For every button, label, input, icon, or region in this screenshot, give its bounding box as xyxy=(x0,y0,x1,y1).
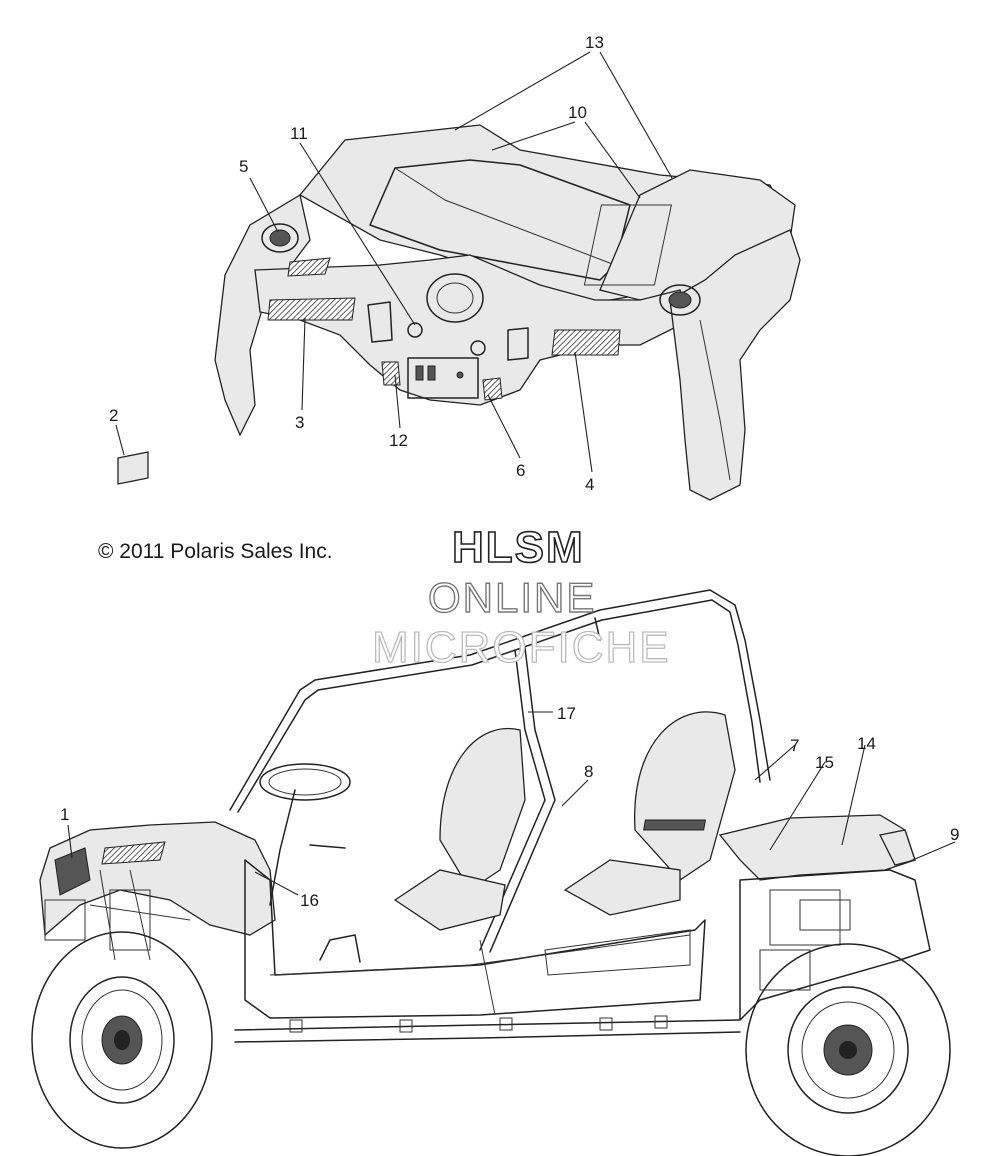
watermark-line-1: HLSM xyxy=(452,523,585,572)
callout-6: 6 xyxy=(516,461,525,480)
callout-15: 15 xyxy=(815,753,834,772)
decal-2 xyxy=(117,451,149,485)
rear-wheel xyxy=(745,943,951,1156)
watermark-line-2: ONLINE xyxy=(428,574,596,621)
callout-14: 14 xyxy=(857,734,876,753)
callout-13: 13 xyxy=(585,33,604,52)
callout-11: 11 xyxy=(290,124,308,143)
callout-3: 3 xyxy=(295,413,304,432)
callout-12: 12 xyxy=(389,431,408,450)
front-wheel xyxy=(31,931,213,1149)
callout-16: 16 xyxy=(300,891,319,910)
leader-lines-top xyxy=(115,51,673,473)
callout-9: 9 xyxy=(950,825,959,844)
callout-2: 2 xyxy=(109,406,118,425)
callout-10: 10 xyxy=(568,103,587,122)
callout-5: 5 xyxy=(239,157,248,176)
callout-17: 17 xyxy=(557,704,576,723)
callout-4: 4 xyxy=(585,475,594,494)
callout-7: 7 xyxy=(790,736,799,755)
callout-1: 1 xyxy=(60,805,69,824)
vehicle-side-view xyxy=(31,589,951,1156)
watermark-line-3: MICROFICHE xyxy=(372,623,671,672)
leader-lines-bottom xyxy=(67,711,956,896)
callout-8: 8 xyxy=(584,762,593,781)
copyright-notice: © 2011 Polaris Sales Inc. xyxy=(98,540,333,563)
dashboard-hood-assembly xyxy=(214,124,801,501)
